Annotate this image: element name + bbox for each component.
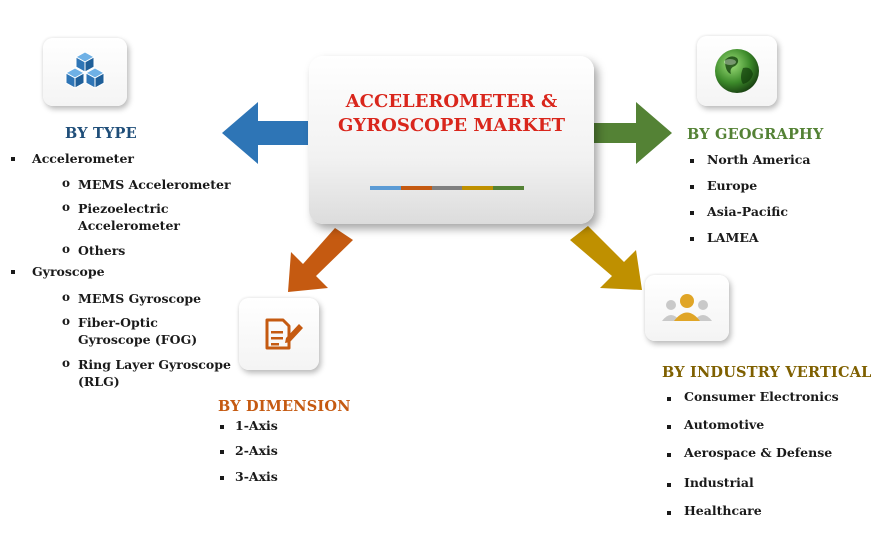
color-segment (493, 186, 524, 190)
by-industry-heading: BY INDUSTRY VERTICAL (662, 364, 872, 381)
by-type-heading: BY TYPE (65, 125, 137, 142)
circle-bullet: o (62, 290, 71, 304)
type-icon-box (43, 38, 127, 106)
cubes-icon (64, 51, 106, 89)
dimension-1-axis: 1-Axis (235, 418, 278, 433)
arrow-left-to-type (222, 102, 308, 164)
document-edit-icon (265, 318, 303, 350)
market-title-line1: ACCELEROMETER & (345, 91, 558, 112)
color-segment (431, 186, 463, 190)
color-divider (370, 186, 524, 190)
people-icon (662, 294, 712, 321)
bullet (11, 157, 15, 161)
bullet (667, 483, 671, 487)
bullet (220, 476, 224, 480)
bullet (220, 425, 224, 429)
industry-consumer-electronics: Consumer Electronics (684, 389, 839, 404)
type-accelerometer: Accelerometer (32, 151, 134, 166)
globe-icon (715, 49, 759, 93)
color-segment (462, 186, 494, 190)
bullet (690, 237, 694, 241)
industry-icon-box (645, 275, 729, 341)
circle-bullet: o (62, 176, 71, 190)
geo-lamea: LAMEA (707, 230, 759, 245)
by-dimension-heading: BY DIMENSION (218, 398, 351, 415)
industry-industrial: Industrial (684, 475, 754, 490)
bullet (667, 511, 671, 515)
market-title: ACCELEROMETER & GYROSCOPE MARKET (309, 90, 594, 138)
type-mems-accelerometer: MEMS Accelerometer (78, 177, 231, 192)
arrow-down-right-to-industry (570, 226, 642, 290)
type-fiber-optic-cont: Gyroscope (FOG) (78, 332, 198, 347)
dimension-icon-box (239, 298, 319, 370)
dimension-3-axis: 3-Axis (235, 469, 278, 484)
bullet (11, 270, 15, 274)
circle-bullet: o (62, 314, 71, 328)
circle-bullet: o (62, 200, 71, 214)
bullet (667, 397, 671, 401)
center-card: ACCELEROMETER & GYROSCOPE MARKET (309, 56, 594, 224)
type-piezoelectric-cont: Accelerometer (78, 218, 180, 233)
industry-healthcare: Healthcare (684, 503, 762, 518)
color-segment (370, 186, 401, 190)
type-ring-layer-cont: (RLG) (78, 374, 120, 389)
bullet (690, 185, 694, 189)
type-others: Others (78, 243, 126, 258)
geo-europe: Europe (707, 178, 758, 193)
by-geography-heading: BY GEOGRAPHY (687, 126, 824, 143)
type-fiber-optic: Fiber-Optic (78, 315, 158, 330)
circle-bullet: o (62, 356, 71, 370)
market-title-line2: GYROSCOPE MARKET (338, 115, 565, 136)
industry-aerospace-defense: Aerospace & Defense (684, 445, 833, 460)
type-gyroscope: Gyroscope (32, 264, 105, 279)
geo-north-america: North America (707, 152, 811, 167)
bullet (667, 453, 671, 457)
bullet (220, 450, 224, 454)
geography-icon-box (697, 36, 777, 106)
type-ring-layer: Ring Layer Gyroscope (78, 357, 231, 372)
circle-bullet: o (62, 242, 71, 256)
geo-asia-pacific: Asia-Pacific (707, 204, 788, 219)
type-mems-gyroscope: MEMS Gyroscope (78, 291, 202, 306)
arrow-down-left-to-dimension (288, 228, 353, 292)
type-piezoelectric: Piezoelectric (78, 201, 169, 216)
bullet (667, 425, 671, 429)
color-segment (400, 186, 432, 190)
bullet (690, 159, 694, 163)
dimension-2-axis: 2-Axis (235, 443, 278, 458)
arrow-right-to-geography (594, 102, 672, 164)
industry-automotive: Automotive (684, 417, 765, 432)
bullet (690, 211, 694, 215)
